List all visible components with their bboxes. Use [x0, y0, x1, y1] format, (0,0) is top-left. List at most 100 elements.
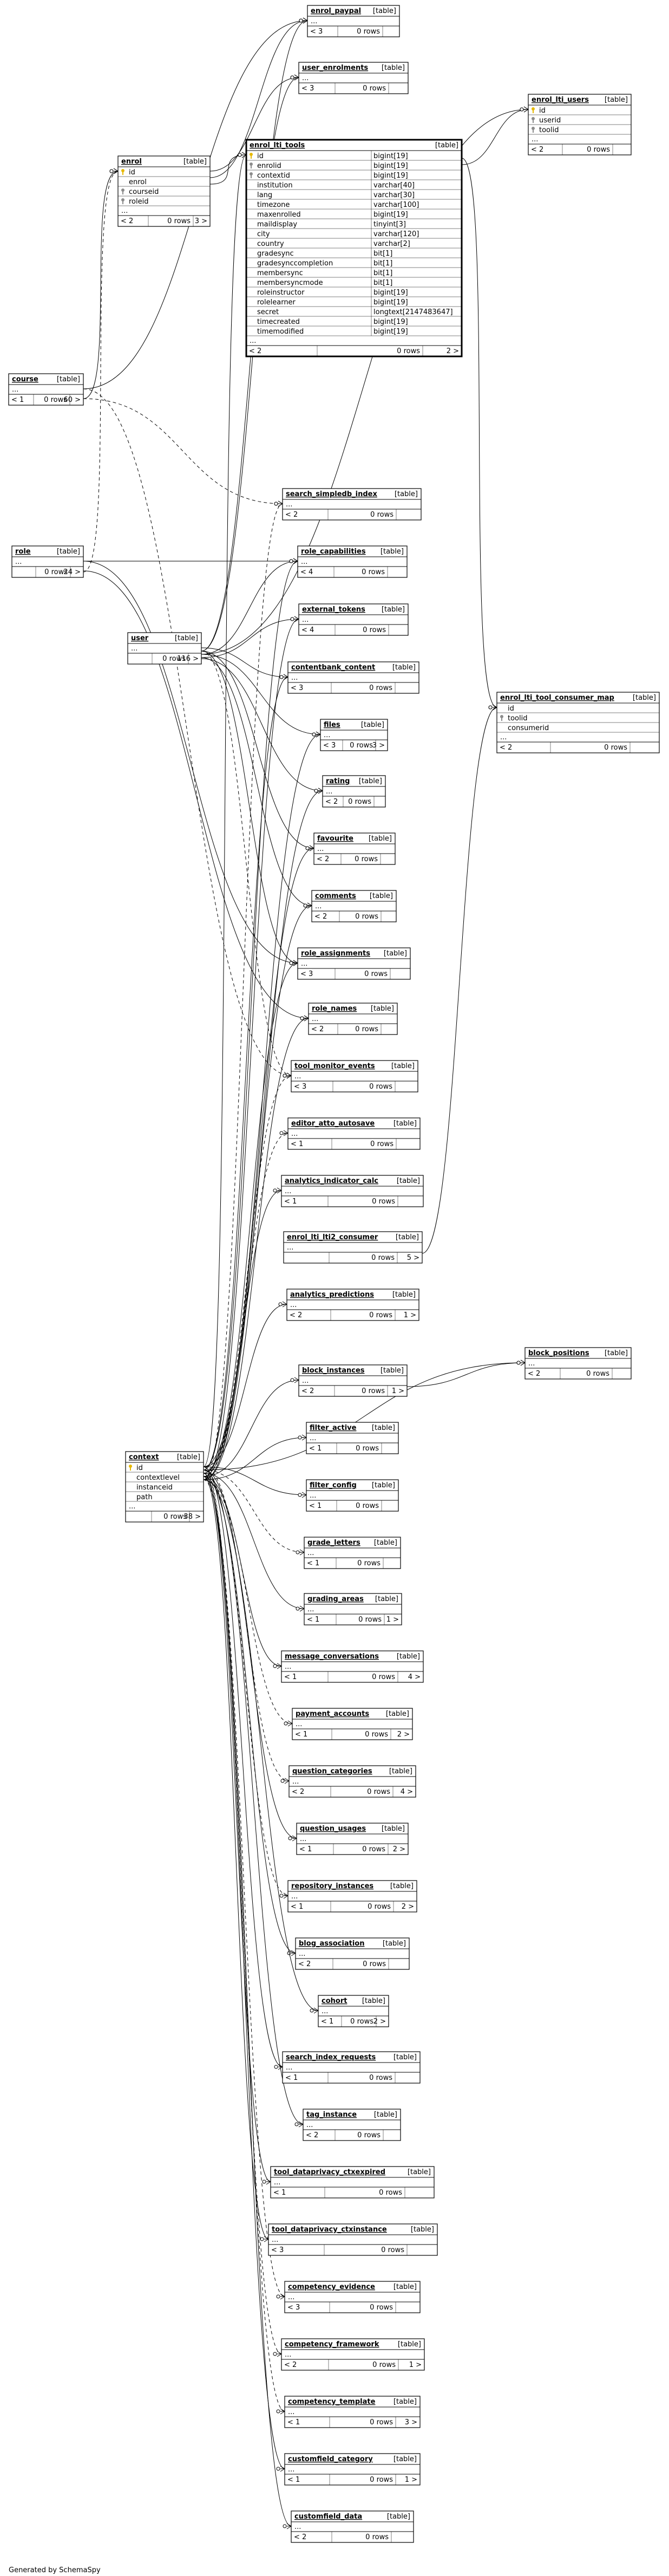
- parent-count[interactable]: < 3: [300, 970, 313, 978]
- child-count[interactable]: 1 >: [386, 1616, 399, 1624]
- parent-count[interactable]: < 2: [306, 2131, 318, 2139]
- parent-count[interactable]: < 1: [11, 396, 24, 404]
- parent-count[interactable]: < 2: [298, 1960, 311, 1968]
- child-count[interactable]: 38 >: [183, 1513, 201, 1521]
- parent-count[interactable]: < 1: [307, 1559, 319, 1567]
- parent-count[interactable]: < 4: [301, 626, 314, 634]
- child-count[interactable]: 2 >: [447, 347, 459, 355]
- parent-count[interactable]: < 1: [321, 2018, 333, 2026]
- parent-count[interactable]: < 2: [292, 1788, 304, 1796]
- parent-count[interactable]: < 1: [284, 1198, 297, 1206]
- child-count[interactable]: 3 >: [372, 741, 385, 750]
- table-tool_dataprivacy_ctxinstance[interactable]: tool_dataprivacy_ctxinstance[table]...< …: [268, 2223, 438, 2256]
- parent-count[interactable]: < 3: [271, 2246, 284, 2254]
- parent-count[interactable]: < 1: [291, 1903, 303, 1911]
- parent-count[interactable]: < 2: [121, 217, 133, 225]
- child-count[interactable]: 24 >: [63, 568, 81, 576]
- parent-count[interactable]: < 1: [295, 1731, 307, 1739]
- table-context[interactable]: context[table]idcontextlevelinstanceidpa…: [125, 1451, 204, 1523]
- parent-count[interactable]: < 2: [294, 2533, 306, 2541]
- parent-count[interactable]: < 3: [291, 684, 303, 692]
- child-count[interactable]: 116 >: [177, 655, 199, 663]
- parent-count[interactable]: < 3: [310, 28, 323, 36]
- parent-count[interactable]: < 1: [291, 1140, 303, 1148]
- child-count[interactable]: 4 >: [401, 1788, 413, 1796]
- table-enrol_lti_tool_consumer_map[interactable]: enrol_lti_tool_consumer_map[table]idtool…: [496, 692, 660, 753]
- parent-count[interactable]: < 2: [301, 1387, 314, 1395]
- child-count[interactable]: 60 >: [63, 396, 81, 404]
- child-count[interactable]: 2 >: [393, 1845, 405, 1853]
- parent-count[interactable]: < 2: [284, 2361, 297, 2369]
- parent-count[interactable]: < 2: [285, 511, 298, 519]
- parent-count[interactable]: < 2: [249, 347, 261, 355]
- child-count[interactable]: 3 >: [195, 217, 207, 225]
- child-count[interactable]: 1 >: [392, 1387, 404, 1395]
- parent-count[interactable]: < 2: [500, 744, 512, 752]
- child-count[interactable]: 5 >: [407, 1254, 419, 1262]
- table-tool_dataprivacy_ctxexpired[interactable]: tool_dataprivacy_ctxexpired[table]...< 1…: [270, 2166, 435, 2198]
- parent-count[interactable]: < 1: [307, 1616, 319, 1624]
- parent-count[interactable]: < 2: [311, 1025, 324, 1033]
- parent-count[interactable]: < 3: [323, 741, 336, 750]
- parent-count[interactable]: < 2: [531, 146, 543, 154]
- parent-count[interactable]: < 1: [309, 1502, 322, 1510]
- parent-count[interactable]: < 1: [285, 2074, 298, 2082]
- child-count[interactable]: 1 >: [405, 2476, 417, 2484]
- child-count[interactable]: 4 >: [408, 1673, 421, 1681]
- child-count[interactable]: 2 >: [397, 1731, 410, 1739]
- parent-count[interactable]: < 1: [287, 2418, 300, 2427]
- table-enrol_lti_users[interactable]: enrol_lti_users[table]iduseridtoolid...<…: [528, 94, 632, 155]
- parent-count[interactable]: < 3: [287, 2304, 300, 2312]
- child-count[interactable]: 2 >: [373, 2018, 386, 2026]
- parent-count[interactable]: < 2: [325, 798, 338, 806]
- child-count[interactable]: 1 >: [409, 2361, 422, 2369]
- parent-count[interactable]: < 4: [300, 568, 313, 576]
- parent-count[interactable]: < 1: [299, 1845, 312, 1853]
- parent-count[interactable]: < 3: [294, 1083, 306, 1091]
- parent-count[interactable]: < 1: [287, 2476, 300, 2484]
- child-count[interactable]: 1 >: [404, 1311, 416, 1319]
- parent-count[interactable]: < 2: [528, 1370, 540, 1378]
- parent-count[interactable]: < 1: [284, 1673, 297, 1681]
- parent-count[interactable]: < 2: [314, 913, 327, 921]
- child-count[interactable]: 2 >: [402, 1903, 414, 1911]
